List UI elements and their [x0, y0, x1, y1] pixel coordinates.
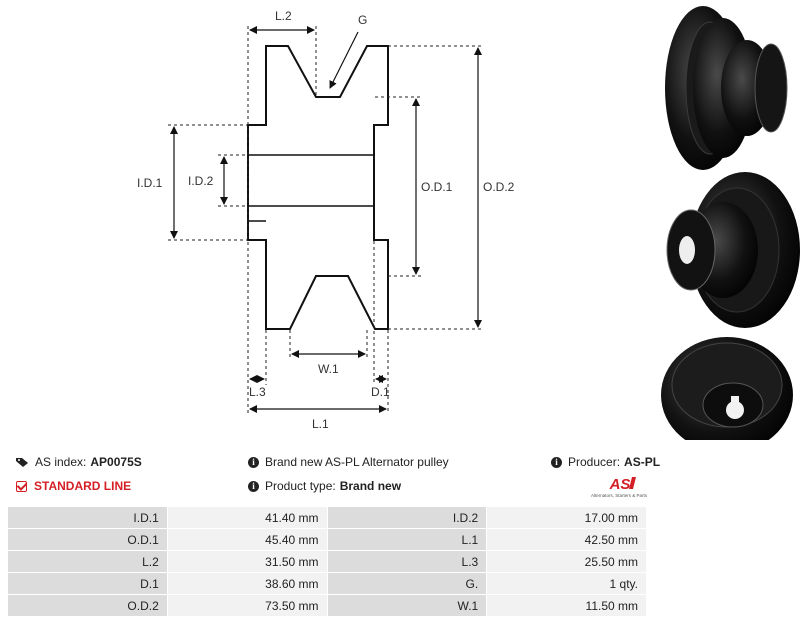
description-text: Brand new AS-PL Alternator pulley [265, 455, 449, 469]
technical-drawing: L.2 G I.D.1 I.D.2 O.D.1 O.D.2 W.1 L.3 D.… [137, 9, 515, 431]
check-icon [16, 480, 27, 492]
producer: i Producer: AS-PL [551, 455, 660, 469]
spec-label: O.D.2 [7, 594, 168, 617]
spec-value: 17.00 mm [486, 506, 647, 529]
pulley-profile [247, 45, 389, 330]
product-type: i Product type: Brand new [248, 479, 401, 493]
dim-label-l1: L.1 [312, 417, 329, 431]
spec-value: 73.50 mm [166, 594, 328, 617]
spec-label: L.3 [326, 550, 488, 573]
pulley-photo-three-quarter [666, 172, 800, 328]
dim-label-od1: O.D.1 [421, 180, 453, 194]
dim-label-l3: L.3 [249, 385, 266, 399]
spec-value: 42.50 mm [486, 528, 647, 551]
dim-label-l2: L.2 [275, 9, 292, 23]
spec-label: L.2 [7, 550, 168, 573]
as-index-value: AP0075S [90, 455, 142, 469]
dim-label-od2: O.D.2 [483, 180, 515, 194]
info-icon: i [551, 456, 562, 468]
producer-value: AS-PL [624, 455, 661, 469]
spec-value: 38.60 mm [166, 572, 328, 595]
dim-label-id2: I.D.2 [188, 174, 214, 188]
spec-label: O.D.1 [7, 528, 168, 551]
product-type-value: Brand new [339, 479, 402, 493]
svg-text:AS: AS [609, 476, 631, 493]
spec-label: G. [326, 572, 488, 595]
pulley-photo-rear [661, 337, 793, 440]
dim-label-g: G [358, 13, 367, 27]
spec-label: I.D.2 [326, 506, 488, 529]
spec-label: L.1 [326, 528, 488, 551]
dim-label-id1: I.D.1 [137, 176, 163, 190]
spec-label: W.1 [326, 594, 488, 617]
info-icon: i [248, 480, 259, 492]
spec-value: 41.40 mm [166, 506, 328, 529]
product-description: i Brand new AS-PL Alternator pulley [248, 455, 449, 469]
svg-text:Alternators, Starters & Parts: Alternators, Starters & Parts [591, 493, 648, 498]
spec-value: 11.50 mm [486, 594, 647, 617]
product-photos [661, 6, 800, 440]
spec-value: 31.50 mm [166, 550, 328, 573]
tag-icon [16, 457, 28, 467]
spec-value: 45.40 mm [166, 528, 328, 551]
spec-value: 25.50 mm [486, 550, 647, 573]
as-pl-logo: AS Alternators, Starters & Parts [591, 476, 648, 498]
producer-label: Producer: [568, 455, 621, 469]
dim-label-d1: D.1 [371, 385, 390, 399]
spec-label: I.D.1 [7, 506, 168, 529]
standard-line: STANDARD LINE [16, 479, 131, 493]
dim-label-w1: W.1 [318, 362, 339, 376]
spec-label: D.1 [7, 572, 168, 595]
info-icon: i [248, 456, 259, 468]
standard-line-label: STANDARD LINE [34, 479, 132, 493]
as-index: AS index: AP0075S [16, 455, 142, 469]
product-type-label: Product type: [265, 479, 336, 493]
pulley-photo-side [665, 6, 788, 170]
as-index-label: AS index: [35, 455, 87, 469]
spec-value: 1 qty. [486, 572, 647, 595]
